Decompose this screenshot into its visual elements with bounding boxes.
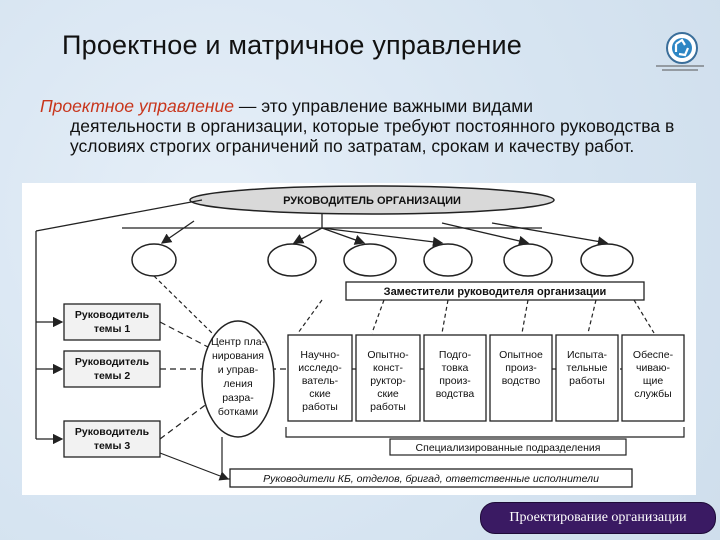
unit-testing-line3: работы [569, 375, 605, 387]
unit-research-line2: исследо- [298, 362, 342, 374]
unit-research-line4: ские [309, 388, 331, 400]
unit-boxes [287, 334, 685, 422]
logo-icon [652, 28, 708, 76]
definition-text: Проектное управление — это управление ва… [40, 96, 700, 156]
banner-label: Проектирование организации [509, 510, 687, 525]
unit-design-line4: ские [377, 388, 399, 400]
page-title: Проектное и матричное управление [62, 30, 522, 60]
topic-leader-3-line1: Руководитель [75, 426, 150, 438]
definition-term: Проектное управление [40, 96, 234, 116]
unit-support-line2: чиваю- [636, 362, 671, 374]
topic-leader-3-line2: темы 3 [94, 440, 130, 452]
planning-center [201, 320, 275, 438]
unit-prep-line4: водства [436, 388, 475, 400]
unit-support-line3: щие [643, 375, 664, 387]
specialized-label: Специализированные подразделения [416, 442, 601, 454]
unit-support-line1: Обеспе- [633, 349, 674, 361]
executors-label: Руководители КБ, отделов, бригад, ответс… [263, 473, 599, 485]
unit-prep-line2: товка [442, 362, 469, 374]
unit-pilot-line1: Опытное [499, 349, 543, 361]
unit-design-line3: руктор- [370, 375, 406, 387]
unit-prep-line1: Подго- [439, 349, 472, 361]
deputy-ovals [131, 243, 634, 277]
unit-testing-line2: тельные [567, 362, 608, 374]
topic-leader-1-line1: Руководитель [75, 309, 150, 321]
unit-design-line1: Опытно- [367, 349, 409, 361]
unit-design-line2: конст- [373, 362, 403, 374]
unit-design-line5: работы [370, 401, 406, 413]
unit-research-line5: работы [302, 401, 338, 413]
deputies-label: Заместители руководителя организации [384, 286, 607, 298]
topic-leader-boxes: Руководитель темы 1 Руководитель темы 2 … [63, 303, 161, 458]
topic-leader-1-line2: темы 1 [94, 323, 130, 335]
unit-testing-line1: Испыта- [567, 349, 608, 361]
definition-lead: — это управление важными видами [233, 96, 534, 116]
unit-prep-line3: произ- [439, 375, 471, 387]
center-line1: Центр пла- [211, 336, 266, 348]
center-line3: и управ- [218, 364, 259, 376]
center-line5: разра- [222, 392, 254, 404]
unit-research-line3: ватель- [302, 375, 339, 387]
topic-leader-2-line2: темы 2 [94, 370, 130, 382]
topic-leader-2-line1: Руководитель [75, 356, 150, 368]
org-structure-diagram: РУКОВОДИТЕЛЬ ОРГАНИЗАЦИИ Заместители рук… [22, 183, 696, 495]
unit-pilot-line2: произ- [505, 362, 537, 374]
unit-pilot-line3: водство [502, 375, 541, 387]
head-label: РУКОВОДИТЕЛЬ ОРГАНИЗАЦИИ [283, 195, 461, 207]
center-line2: нирования [212, 350, 264, 362]
unit-research-line1: Научно- [300, 349, 340, 361]
definition-continuation: деятельности в организации, которые треб… [70, 116, 675, 156]
unit-support-line4: службы [634, 388, 671, 400]
center-line4: ления [223, 378, 252, 390]
head-node [189, 185, 555, 215]
section-banner[interactable]: Проектирование организации [480, 502, 716, 534]
center-line6: ботками [218, 406, 258, 418]
